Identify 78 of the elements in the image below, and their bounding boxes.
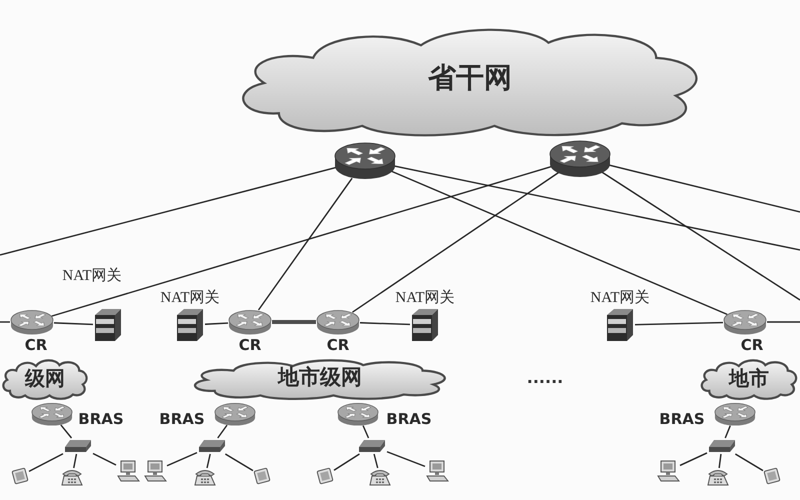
server-icon bbox=[93, 307, 123, 343]
network-link bbox=[217, 424, 228, 438]
network-name: 地市级网 bbox=[278, 366, 362, 390]
router-icon bbox=[228, 309, 272, 335]
network-link bbox=[390, 170, 728, 316]
router-icon bbox=[337, 402, 379, 426]
network-link bbox=[608, 164, 800, 213]
network-link bbox=[734, 453, 764, 472]
telephone-icon bbox=[707, 468, 729, 486]
tablet-icon bbox=[316, 467, 334, 485]
network-link bbox=[0, 321, 10, 323]
telephone-icon bbox=[369, 468, 391, 486]
router-label: CR bbox=[740, 336, 764, 354]
gateway-label: NAT网关 bbox=[62, 268, 122, 284]
network-link bbox=[258, 178, 353, 310]
network-link bbox=[204, 322, 228, 325]
network-link bbox=[54, 322, 94, 326]
router-label: BRAS bbox=[659, 410, 705, 428]
network-link bbox=[360, 322, 410, 326]
router-label: BRAS bbox=[78, 410, 124, 428]
network-link bbox=[724, 425, 731, 438]
server-icon bbox=[605, 307, 635, 343]
network-name: 级网 bbox=[25, 367, 65, 389]
router-label: BRAS bbox=[159, 410, 205, 428]
computer-icon bbox=[425, 460, 449, 482]
network-name: 省干网 bbox=[428, 62, 512, 94]
network-link bbox=[373, 454, 378, 468]
computer-icon bbox=[656, 460, 680, 482]
router-icon bbox=[723, 309, 767, 335]
network-link bbox=[362, 425, 370, 438]
tablet-icon bbox=[11, 467, 29, 485]
server-icon bbox=[410, 307, 440, 343]
switch-icon bbox=[63, 438, 93, 454]
network-link bbox=[386, 451, 426, 468]
router-label: CR bbox=[326, 336, 350, 354]
router-icon bbox=[214, 402, 256, 426]
network-link bbox=[166, 452, 198, 466]
network-link bbox=[394, 165, 800, 251]
network-link bbox=[680, 452, 708, 466]
tablet-icon bbox=[253, 467, 271, 485]
switch-icon bbox=[197, 438, 227, 454]
network-link bbox=[634, 322, 724, 326]
router-icon bbox=[10, 309, 54, 335]
gateway-label: NAT网关 bbox=[160, 290, 220, 306]
router-icon bbox=[316, 309, 360, 335]
router-icon bbox=[31, 402, 73, 426]
network-link bbox=[28, 453, 64, 472]
network-link bbox=[767, 321, 800, 323]
router-label: CR bbox=[238, 336, 262, 354]
gateway-label: NAT网关 bbox=[395, 290, 455, 306]
ellipsis-text: ...... bbox=[526, 370, 564, 386]
router-icon bbox=[714, 402, 756, 426]
tablet-icon bbox=[763, 467, 781, 485]
network-link bbox=[92, 452, 116, 466]
network-link bbox=[0, 166, 336, 256]
router-label: CR bbox=[24, 336, 48, 354]
router-icon bbox=[549, 138, 611, 178]
network-link bbox=[51, 166, 552, 317]
network-link bbox=[206, 454, 211, 468]
gateway-label: NAT网关 bbox=[590, 290, 650, 306]
switch-icon bbox=[357, 438, 387, 454]
router-icon bbox=[334, 140, 396, 180]
network-link bbox=[334, 453, 360, 471]
network-link bbox=[352, 172, 560, 313]
network-link bbox=[718, 454, 722, 468]
router-label: BRAS bbox=[386, 410, 432, 428]
telephone-icon bbox=[194, 468, 216, 486]
network-link bbox=[602, 172, 800, 301]
network-link bbox=[73, 454, 78, 468]
network-link bbox=[272, 320, 316, 324]
network-link bbox=[224, 453, 254, 472]
computer-icon bbox=[116, 460, 140, 482]
network-link bbox=[60, 424, 72, 438]
telephone-icon bbox=[61, 468, 83, 486]
server-icon bbox=[175, 307, 205, 343]
network-name: 地市 bbox=[729, 367, 769, 389]
switch-icon bbox=[707, 438, 737, 454]
computer-icon bbox=[143, 460, 167, 482]
